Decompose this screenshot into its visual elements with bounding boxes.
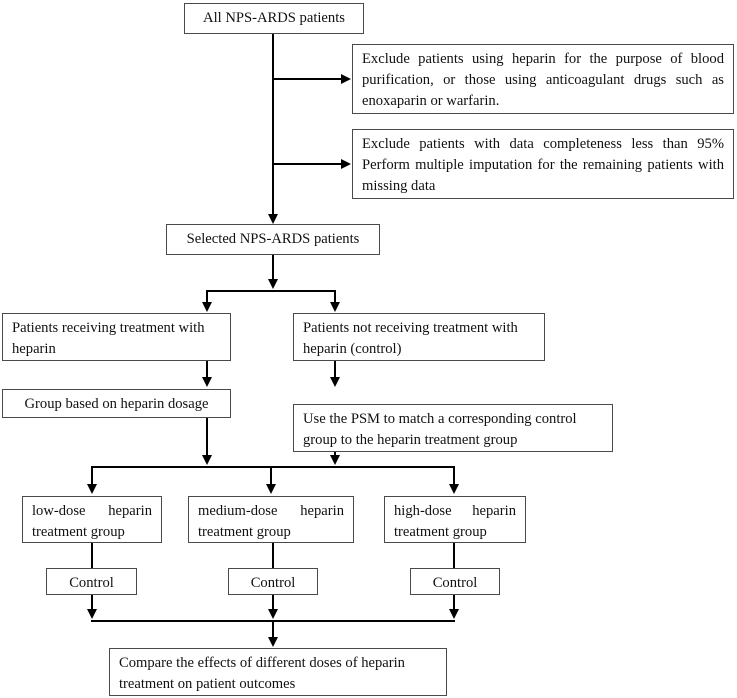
node-exclude-2: Exclude patients with data completeness … (352, 129, 734, 199)
arrow-exclude-2 (341, 159, 351, 169)
arrow-into-psm (330, 377, 340, 387)
node-group-by-dosage-label: Group based on heparin dosage (24, 396, 209, 412)
arrow-into-low-dose (86, 484, 97, 494)
node-control-high: Control (410, 568, 500, 595)
node-psm-match-label: Use the PSM to match a corresponding con… (303, 411, 577, 448)
arrow-control-low-onto-merge (86, 609, 97, 619)
arrow-into-outcome (267, 637, 278, 647)
connector-control-to-psm (334, 361, 336, 379)
arrow-dosage-onto-split-bar-3 (201, 455, 212, 465)
split3-drop-low (91, 466, 93, 486)
node-low-dose-group-label: low-dose heparin treatment group (32, 503, 152, 540)
node-exclude-2-label: Exclude patients with data completeness … (362, 136, 724, 194)
node-control-group-label: Patients not receiving treatment with he… (303, 320, 518, 357)
node-treatment-group: Patients receiving treatment with hepari… (2, 313, 231, 361)
connector-control-medium-to-merge (272, 595, 274, 612)
trunk-main (272, 34, 274, 222)
node-control-low-label: Control (69, 575, 114, 591)
arrow-into-dosage (201, 377, 212, 387)
node-medium-dose-group: medium-dose heparin treatment group (188, 496, 354, 543)
node-all-patients: All NPS-ARDS patients (184, 3, 364, 34)
node-high-dose-group-label: high-dose heparin treatment group (394, 503, 516, 540)
node-outcome: Compare the effects of different doses o… (109, 648, 447, 696)
split-bar-three-way (91, 466, 455, 468)
node-outcome-label: Compare the effects of different doses o… (119, 655, 405, 692)
branch-exclude-1 (273, 78, 349, 80)
node-selected-patients: Selected NPS-ARDS patients (166, 224, 380, 255)
arrow-into-selected (267, 214, 278, 224)
arrow-into-treatment-group (201, 302, 212, 312)
connector-treatment-to-dosage (206, 361, 208, 379)
node-selected-patients-label: Selected NPS-ARDS patients (186, 231, 360, 247)
arrow-into-control-group (330, 302, 340, 312)
branch-exclude-2 (273, 163, 349, 165)
connector-control-high-to-merge (453, 595, 455, 612)
node-control-medium: Control (228, 568, 318, 595)
arrow-into-high-dose (449, 484, 459, 494)
connector-control-low-to-merge (91, 595, 93, 612)
node-group-by-dosage: Group based on heparin dosage (2, 389, 231, 418)
arrow-onto-split-bar-2 (267, 279, 278, 289)
node-psm-match: Use the PSM to match a corresponding con… (293, 404, 613, 452)
arrow-control-high-onto-merge (449, 609, 459, 619)
node-high-dose-group: high-dose heparin treatment group (384, 496, 526, 543)
connector-merge-to-outcome (272, 620, 274, 640)
node-exclude-1-label: Exclude patients using heparin for the p… (362, 51, 724, 109)
split-drop-right (334, 290, 336, 304)
trunk-to-split-2 (272, 255, 274, 281)
node-all-patients-label: All NPS-ARDS patients (203, 10, 345, 26)
node-control-group: Patients not receiving treatment with he… (293, 313, 545, 361)
node-control-low: Control (46, 568, 137, 595)
connector-medium-to-control (272, 543, 274, 569)
node-control-medium-label: Control (250, 575, 296, 591)
connector-dosage-to-split3 (206, 418, 208, 458)
node-medium-dose-group-label: medium-dose heparin treatment group (198, 503, 344, 540)
split-drop-left (206, 290, 208, 304)
split-bar-two-way (206, 290, 336, 292)
arrow-psm-onto-split-bar-3 (330, 455, 340, 465)
node-low-dose-group: low-dose heparin treatment group (22, 496, 162, 543)
node-control-high-label: Control (432, 575, 478, 591)
arrow-into-medium-dose (265, 484, 276, 494)
node-exclude-1: Exclude patients using heparin for the p… (352, 44, 734, 114)
arrow-control-medium-onto-merge (267, 609, 278, 619)
connector-high-to-control (453, 543, 455, 569)
connector-low-to-control (91, 543, 93, 569)
node-treatment-group-label: Patients receiving treatment with hepari… (12, 320, 205, 357)
split3-drop-high (453, 466, 455, 486)
arrow-exclude-1 (341, 74, 351, 84)
split3-drop-medium (270, 466, 272, 486)
